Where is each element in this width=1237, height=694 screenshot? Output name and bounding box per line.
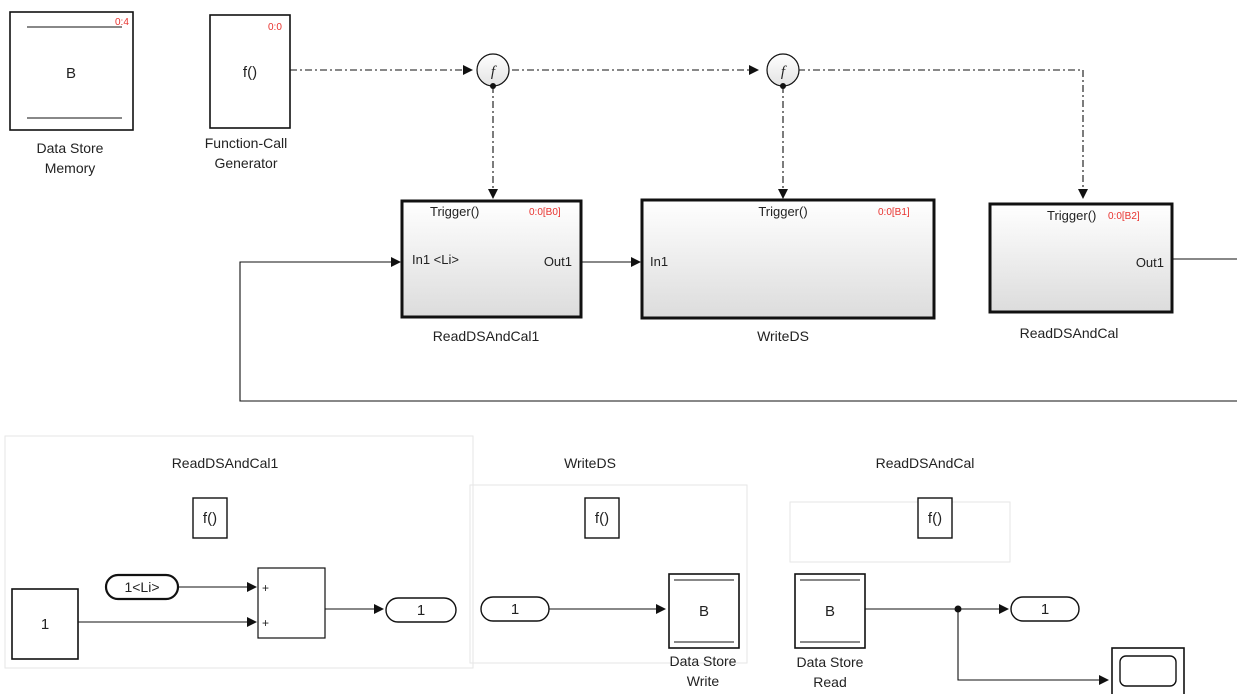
panel1-outport-text: 1	[417, 602, 425, 619]
dsm-rate: 0:4	[115, 17, 129, 28]
panel1-trigger-text: f()	[203, 510, 217, 527]
dsw-label-1: Data Store	[670, 653, 737, 669]
dsr-label-1: Data Store	[797, 654, 864, 670]
sum-sign-2: +	[262, 616, 269, 630]
panel3-outport-text: 1	[1041, 601, 1049, 618]
panel2-title: WriteDS	[564, 455, 616, 471]
fc-split-1[interactable]: f	[476, 53, 510, 89]
read1-trigger: Trigger()	[430, 204, 479, 219]
read2-outport: Out1	[1136, 255, 1164, 270]
scope-block[interactable]	[1111, 647, 1185, 694]
fc-signal-3[interactable]	[798, 69, 1088, 199]
fc-split-2[interactable]: f	[766, 53, 800, 89]
dsm-label-1: Data Store	[37, 140, 104, 156]
dsr-label-2: Read	[813, 674, 846, 690]
read1-rate: 0:0[B0]	[529, 207, 561, 218]
read2-label: ReadDSAndCal	[1020, 325, 1119, 341]
panel2-trigger-port[interactable]: f()	[584, 497, 620, 539]
fcg-text: f()	[243, 64, 257, 81]
function-call-generator-block[interactable]: 0:0 f()	[209, 14, 291, 129]
write-label: WriteDS	[757, 328, 809, 344]
dsw-text: B	[699, 603, 709, 620]
read2-trigger: Trigger()	[1047, 208, 1096, 223]
dsm-label-2: Memory	[45, 160, 96, 176]
signal-feedback[interactable]	[239, 257, 1237, 402]
panel2-inport[interactable]: 1	[480, 596, 550, 622]
panel3-outport[interactable]: 1	[1010, 596, 1080, 622]
fc-split-1-symbol: f	[491, 64, 497, 80]
read-ds-and-cal-subsystem[interactable]: Trigger() 0:0[B2] Out1	[988, 202, 1174, 314]
constant-value: 1	[41, 616, 49, 633]
data-store-read-block[interactable]: B	[794, 573, 866, 649]
write-trigger: Trigger()	[758, 204, 807, 219]
sum-block[interactable]: + +	[257, 567, 326, 639]
fc-split-2-symbol: f	[781, 64, 787, 80]
branch-point	[954, 605, 962, 613]
read-ds-and-cal1-subsystem[interactable]: Trigger() 0:0[B0] In1 <Li> Out1	[400, 199, 583, 319]
from-tag-text: 1<Li>	[124, 579, 159, 595]
read2-rate: 0:0[B2]	[1108, 211, 1140, 222]
panel3-trigger-text: f()	[928, 510, 942, 527]
panel1-outport[interactable]: 1	[385, 597, 457, 623]
fcg-label-2: Generator	[214, 155, 277, 171]
dsw-label-2: Write	[687, 673, 720, 689]
signal-dsr-to-scope[interactable]	[957, 609, 1109, 685]
fcg-label-1: Function-Call	[205, 135, 287, 151]
write-inport: In1	[650, 254, 668, 269]
dsm-text: B	[66, 65, 76, 82]
data-store-memory-block[interactable]: 0:4 B	[9, 11, 134, 131]
constant-block[interactable]: 1	[11, 588, 79, 660]
write-ds-subsystem[interactable]: Trigger() 0:0[B1] In1	[640, 198, 936, 320]
panel3-title: ReadDSAndCal	[876, 455, 975, 471]
sum-sign-1: +	[262, 581, 269, 595]
write-rate: 0:0[B1]	[878, 207, 910, 218]
dsr-text: B	[825, 603, 835, 620]
from-tag-block[interactable]: 1<Li>	[104, 573, 180, 601]
panel2-inport-text: 1	[511, 601, 519, 618]
panel1-trigger-port[interactable]: f()	[192, 497, 228, 539]
read1-outport: Out1	[544, 254, 572, 269]
read1-label: ReadDSAndCal1	[433, 328, 540, 344]
scope-icon	[1119, 655, 1177, 687]
read1-inport: In1 <Li>	[412, 252, 459, 267]
data-store-write-block[interactable]: B	[668, 573, 740, 649]
fcg-rate: 0:0	[268, 22, 282, 33]
panel3-trigger-port[interactable]: f()	[917, 497, 953, 539]
panel2-trigger-text: f()	[595, 510, 609, 527]
panel1-title: ReadDSAndCal1	[172, 455, 279, 471]
